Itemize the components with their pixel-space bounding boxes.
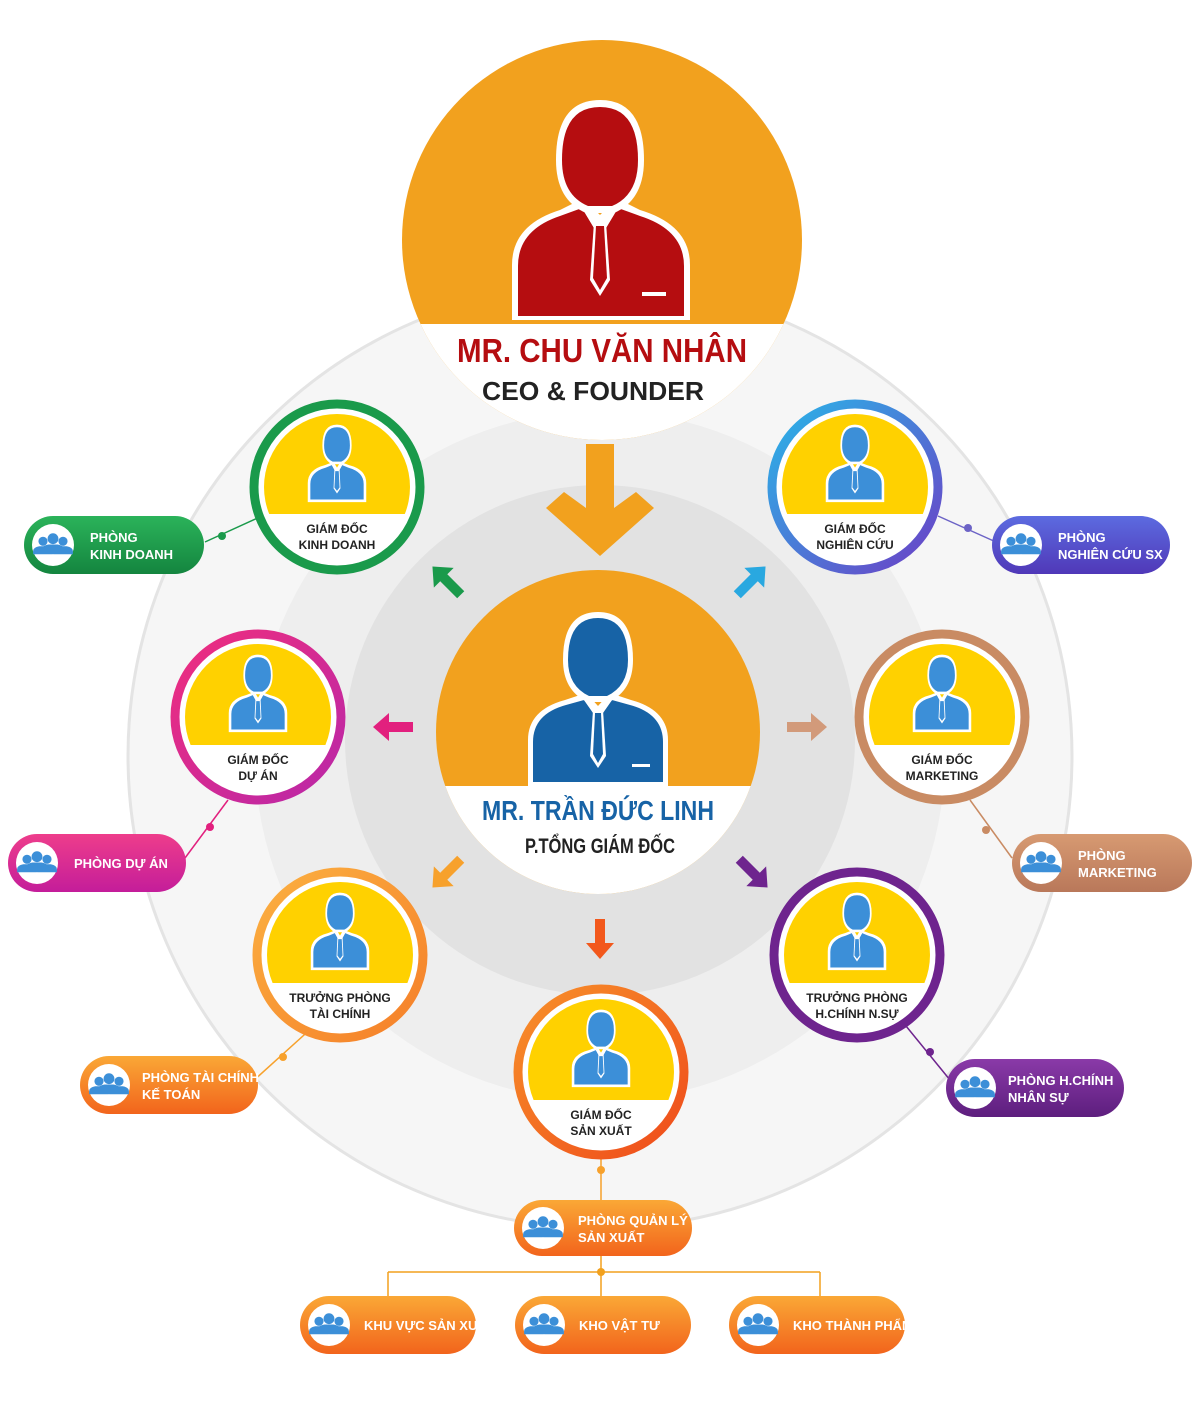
general-director-person-icon xyxy=(528,612,668,786)
team-icon xyxy=(308,1304,350,1346)
director-title-line1: TRƯỞNG PHÒNG xyxy=(289,990,391,1005)
general-director-node: MR. TRẦN ĐỨC LINH P.TỔNG GIÁM ĐỐC xyxy=(436,570,760,894)
department-label: KHU VỰC SẢN XUẤT xyxy=(364,1318,495,1333)
director-title-line1: GIÁM ĐỐC xyxy=(306,521,368,536)
team-icon xyxy=(88,1064,130,1106)
director-title-line2: SẢN XUẤT xyxy=(570,1123,632,1138)
arrow-to-nghien-cuu xyxy=(733,566,766,599)
director-title-line1: GIÁM ĐỐC xyxy=(824,521,886,536)
department-pill-marketing: PHÒNG MARKETING xyxy=(1012,834,1192,892)
ceo-title: CEO & FOUNDER xyxy=(482,376,704,406)
team-icon xyxy=(954,1067,996,1109)
department-label-line1: PHÒNG xyxy=(1078,848,1126,863)
department-label-line2: NGHIÊN CỨU SX xyxy=(1058,547,1163,562)
person-icon xyxy=(228,654,288,733)
department-label-line2: KINH DOANH xyxy=(90,547,173,562)
director-title-line2: MARKETING xyxy=(906,769,979,783)
department-label-line2: KẾ TOÁN xyxy=(142,1087,200,1102)
department-pill-du-an: PHÒNG DỰ ÁN xyxy=(8,834,186,892)
team-icon xyxy=(522,1207,564,1249)
department-label-line2: SẢN XUẤT xyxy=(578,1230,645,1245)
arrow-to-san-xuat xyxy=(586,919,614,959)
director-title-line1: GIÁM ĐỐC xyxy=(570,1107,632,1122)
department-label: PHÒNG DỰ ÁN xyxy=(74,856,168,871)
person-icon xyxy=(307,424,367,503)
director-title-line1: TRƯỞNG PHÒNG xyxy=(806,990,908,1005)
department-pill-hanh-chinh: PHÒNG H.CHÍNH NHÂN SỰ xyxy=(946,1059,1124,1117)
person-icon xyxy=(912,654,972,733)
director-title-line2: H.CHÍNH N.SỰ xyxy=(815,1006,898,1021)
person-icon xyxy=(571,1009,631,1088)
production-unit-pill: KHO THÀNH PHẨM xyxy=(729,1296,913,1354)
ceo-person-icon xyxy=(512,100,690,320)
arrow-to-kinh-doanh xyxy=(432,566,465,599)
department-label: KHO THÀNH PHẨM xyxy=(793,1318,913,1333)
team-icon xyxy=(1000,524,1042,566)
department-label: KHO VẬT TƯ xyxy=(579,1318,660,1333)
production-unit-pill: KHU VỰC SẢN XUẤT xyxy=(300,1296,495,1354)
department-layer: PHÒNG KINH DOANH PHÒNG NGHIÊN CỨU SX PHÒNG D… xyxy=(8,516,1192,1354)
general-director-title: P.TỔNG GIÁM ĐỐC xyxy=(525,834,675,858)
arrow-to-hanh-chinh xyxy=(735,855,768,888)
team-icon xyxy=(32,524,74,566)
department-pill-nghien-cuu: PHÒNG NGHIÊN CỨU SX xyxy=(992,516,1170,574)
director-title-line2: TÀI CHÍNH xyxy=(310,1006,371,1021)
director-title-line1: GIÁM ĐỐC xyxy=(227,752,289,767)
director-title-line2: KINH DOANH xyxy=(299,538,376,552)
director-title-line2: NGHIÊN CỨU xyxy=(816,537,893,552)
department-label-line1: PHÒNG xyxy=(90,530,138,545)
department-label-line1: PHÒNG QUẢN LÝ xyxy=(578,1213,688,1228)
arrow-to-tai-chinh xyxy=(432,855,465,888)
department-pill-tai-chinh: PHÒNG TÀI CHÍNH KẾ TOÁN xyxy=(80,1056,259,1114)
arrow-to-marketing xyxy=(787,713,827,741)
person-icon xyxy=(310,892,370,971)
department-label-line1: PHÒNG H.CHÍNH xyxy=(1008,1073,1113,1088)
team-icon xyxy=(523,1304,565,1346)
team-icon xyxy=(16,842,58,884)
department-label-line1: PHÒNG TÀI CHÍNH xyxy=(142,1070,259,1085)
ceo-node: MR. CHU VĂN NHÂN CEO & FOUNDER xyxy=(402,40,802,440)
department-label-line2: MARKETING xyxy=(1078,865,1157,880)
director-title-line1: GIÁM ĐỐC xyxy=(911,752,973,767)
arrow-to-du-an xyxy=(373,713,413,741)
department-pill-kinh-doanh: PHÒNG KINH DOANH xyxy=(24,516,204,574)
director-title-line2: DỰ ÁN xyxy=(238,768,277,783)
team-icon xyxy=(737,1304,779,1346)
department-label-line1: PHÒNG xyxy=(1058,530,1106,545)
ceo-name: MR. CHU VĂN NHÂN xyxy=(457,332,747,369)
department-pill-san-xuat: PHÒNG QUẢN LÝ SẢN XUẤT xyxy=(514,1200,692,1256)
department-label-line2: NHÂN SỰ xyxy=(1008,1090,1069,1105)
person-icon xyxy=(825,424,885,503)
general-director-name: MR. TRẦN ĐỨC LINH xyxy=(482,795,714,826)
arrow-ceo-to-gd xyxy=(546,444,654,556)
person-icon xyxy=(827,892,887,971)
team-icon xyxy=(1020,842,1062,884)
production-unit-pill: KHO VẬT TƯ xyxy=(515,1296,691,1354)
director-node-kinh-doanh: GIÁM ĐỐC KINH DOANH xyxy=(249,399,425,575)
director-node-marketing: GIÁM ĐỐC MARKETING xyxy=(854,629,1030,805)
